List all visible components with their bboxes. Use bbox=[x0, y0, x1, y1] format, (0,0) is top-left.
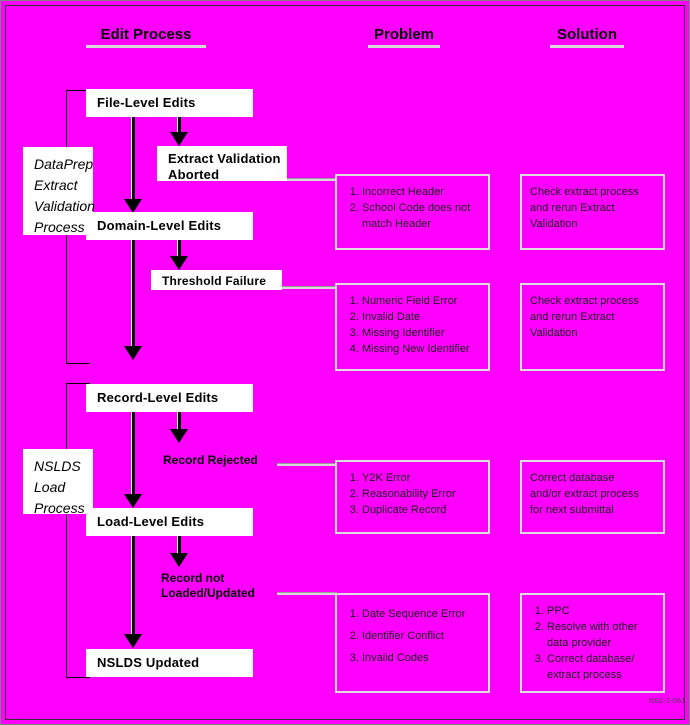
solution-item: PPC bbox=[547, 603, 657, 619]
problem-list-row-2: Numeric Field Error Invalid Date Missing… bbox=[345, 293, 482, 357]
swimlane-bracket-side-nslds bbox=[66, 383, 67, 677]
flow-arrow-file-to-domain bbox=[124, 199, 142, 213]
outcome-label-record-not-loaded: Record not Loaded/Updated bbox=[161, 571, 256, 600]
problem-item: Missing New Identifier bbox=[362, 341, 482, 357]
swimlane-bracket-bottom-dataprep bbox=[66, 363, 90, 364]
branch-arrow-extract-validation bbox=[170, 132, 188, 146]
swimlane-label-nslds: NSLDS Load Process bbox=[23, 449, 93, 516]
branch-arrow-record-rejected bbox=[170, 429, 188, 443]
problem-list-row-1: Incorrect Header School Code does not ma… bbox=[345, 184, 482, 232]
solution-list-row-4: PPC Resolve with other data provider Cor… bbox=[530, 603, 657, 683]
branch-arrow-threshold-failure bbox=[170, 256, 188, 270]
swimlane-bracket-bottom-nslds bbox=[66, 677, 90, 678]
problem-item: Invalid Codes bbox=[362, 647, 482, 669]
problem-box-row-4: Date Sequence Error Identifier Conflict … bbox=[335, 593, 490, 693]
leader-line-row-2 bbox=[282, 286, 337, 289]
process-box-domain-level-edits[interactable]: Domain-Level Edits bbox=[86, 212, 253, 240]
process-box-record-level-edits[interactable]: Record-Level Edits bbox=[86, 384, 253, 412]
outcome-label-record-rejected: Record Rejected bbox=[163, 453, 258, 467]
solution-box-row-2: Check extract process and rerun Extract … bbox=[520, 283, 665, 371]
swimlane-label-dataprep: DataPrep Extract Validation Process bbox=[23, 147, 95, 235]
process-box-load-level-edits[interactable]: Load-Level Edits bbox=[86, 508, 253, 536]
branch-line-record-rejected bbox=[177, 412, 181, 430]
outcome-box-extract-validation-aborted[interactable]: Extract Validation Aborted bbox=[157, 146, 287, 182]
problem-item: School Code does not match Header bbox=[362, 200, 482, 232]
solution-box-row-1: Check extract process and rerun Extract … bbox=[520, 174, 665, 250]
branch-line-record-not-loaded bbox=[177, 536, 181, 554]
column-heading-solution: Solution bbox=[550, 26, 624, 48]
problem-item: Numeric Field Error bbox=[362, 293, 482, 309]
column-heading-edit-process: Edit Process bbox=[86, 26, 206, 48]
problem-item: Incorrect Header bbox=[362, 184, 482, 200]
solution-item: Resolve with other data provider bbox=[547, 619, 657, 651]
footnote-document-id: NSL-1-061 bbox=[649, 698, 686, 705]
problem-list-row-4: Date Sequence Error Identifier Conflict … bbox=[345, 603, 482, 669]
branch-line-threshold-failure bbox=[177, 239, 181, 257]
swimlane-bracket-top-nslds bbox=[66, 383, 90, 384]
leader-line-row-4 bbox=[277, 592, 337, 595]
problem-item: Invalid Date bbox=[362, 309, 482, 325]
column-heading-problem: Problem bbox=[368, 26, 440, 48]
branch-line-extract-validation bbox=[177, 117, 181, 135]
problem-item: Duplicate Record bbox=[362, 502, 482, 518]
flow-arrow-domain-to-record bbox=[124, 346, 142, 360]
flow-line-load-to-updated bbox=[131, 536, 135, 637]
problem-box-row-1: Incorrect Header School Code does not ma… bbox=[335, 174, 490, 250]
leader-line-row-1 bbox=[287, 178, 337, 181]
flow-arrow-record-to-load bbox=[124, 494, 142, 508]
solution-text: Correct database and/or extract process … bbox=[530, 472, 639, 516]
problem-box-row-3: Y2K Error Reasonability Error Duplicate … bbox=[335, 460, 490, 534]
solution-box-row-3: Correct database and/or extract process … bbox=[520, 460, 665, 534]
solution-item: Correct database/ extract process bbox=[547, 651, 657, 683]
flow-line-domain-to-record bbox=[131, 239, 135, 349]
problem-item: Identifier Conflict bbox=[362, 625, 482, 647]
flow-line-record-to-load bbox=[131, 412, 135, 497]
process-box-nslds-updated[interactable]: NSLDS Updated bbox=[86, 649, 253, 677]
flow-arrow-load-to-updated bbox=[124, 634, 142, 648]
problem-item: Missing Identifier bbox=[362, 325, 482, 341]
outcome-box-threshold-failure[interactable]: Threshold Failure bbox=[151, 270, 282, 290]
solution-text: Check extract process and rerun Extract … bbox=[530, 186, 639, 230]
leader-line-row-3 bbox=[277, 463, 337, 466]
problem-list-row-3: Y2K Error Reasonability Error Duplicate … bbox=[345, 470, 482, 518]
solution-text: Check extract process and rerun Extract … bbox=[530, 295, 639, 339]
flow-line-file-to-domain bbox=[131, 117, 135, 202]
swimlane-bracket-top-dataprep bbox=[66, 90, 90, 91]
problem-box-row-2: Numeric Field Error Invalid Date Missing… bbox=[335, 283, 490, 371]
process-box-file-level-edits[interactable]: File-Level Edits bbox=[86, 89, 253, 117]
problem-item: Date Sequence Error bbox=[362, 603, 482, 625]
problem-item: Y2K Error bbox=[362, 470, 482, 486]
problem-item: Reasonability Error bbox=[362, 486, 482, 502]
branch-arrow-record-not-loaded bbox=[170, 553, 188, 567]
solution-box-row-4: PPC Resolve with other data provider Cor… bbox=[520, 593, 665, 693]
